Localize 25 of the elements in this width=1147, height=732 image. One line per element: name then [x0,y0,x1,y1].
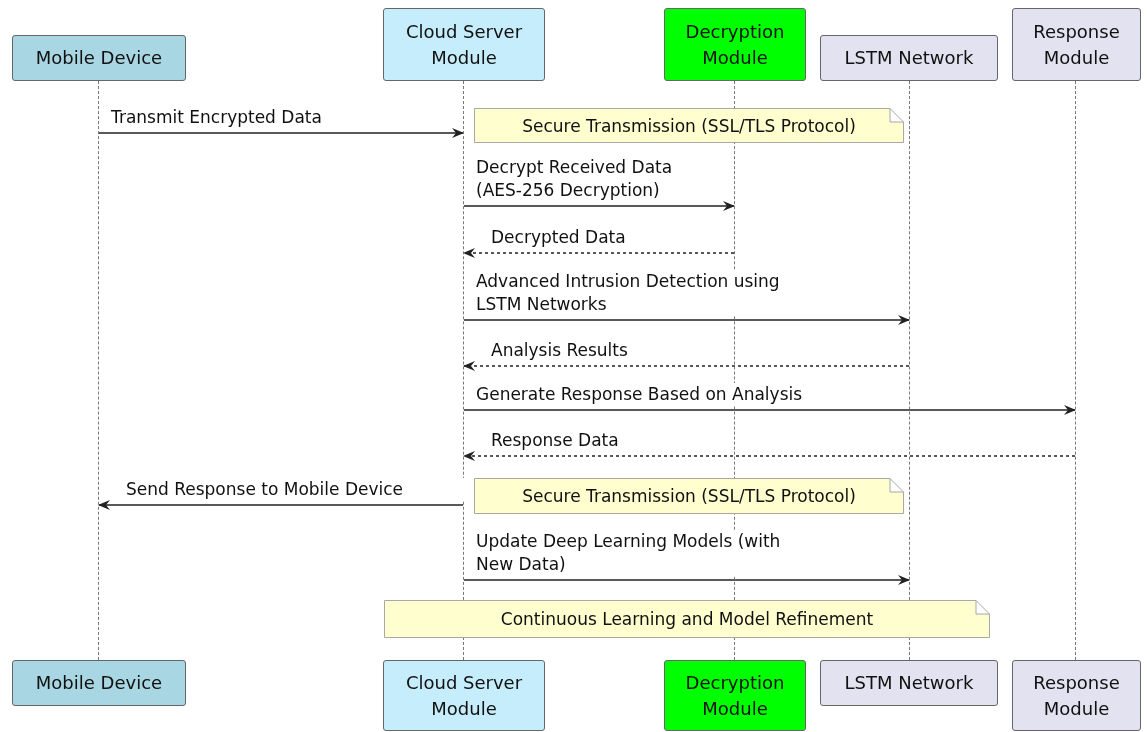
participant-box: Decryption Module [664,8,806,81]
edge-label: Send Response to Mobile Device [126,478,466,501]
message-arrow [463,315,910,325]
message-arrow [463,248,735,258]
lifeline [1075,81,1076,660]
message-arrow [98,128,464,138]
lifeline [98,81,99,660]
note: Secure Transmission (SSL/TLS Protocol) [474,478,904,514]
message-arrow [463,201,735,211]
participant-box: Decryption Module [664,660,806,731]
participant-box: Cloud Server Module [383,660,545,731]
note: Continuous Learning and Model Refinement [384,600,990,638]
message-arrow [98,500,464,510]
message-arrow [463,405,1076,415]
message-arrow [463,451,1076,461]
note: Secure Transmission (SSL/TLS Protocol) [474,108,904,143]
participant-box: Response Module [1012,660,1141,731]
participant-box: Mobile Device [12,660,186,706]
message-arrow [463,361,910,371]
participant-box: Response Module [1012,8,1141,81]
participant-box: LSTM Network [820,660,998,706]
participant-box: LSTM Network [820,35,998,81]
participant-box: Cloud Server Module [383,8,545,81]
participant-box: Mobile Device [12,35,186,81]
message-arrow [463,575,910,585]
